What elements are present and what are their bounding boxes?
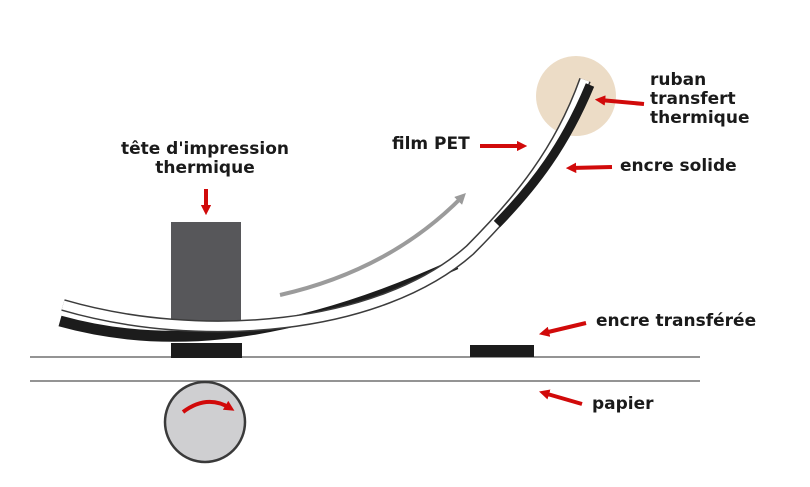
label-transferred-ink: encre transférée xyxy=(596,311,757,331)
label-paper: papier xyxy=(592,394,654,414)
ink-under-head xyxy=(171,343,242,358)
label-pet-film: film PET xyxy=(392,134,470,154)
platen-roller xyxy=(163,380,247,464)
label-solid-ink: encre solide xyxy=(620,156,737,176)
label-ribbon: ruban transfert thermique xyxy=(650,71,750,128)
ribbon-motion-arrow xyxy=(279,193,466,297)
label-ribbon-line2: transfert xyxy=(650,89,736,109)
solid-ink-segment xyxy=(493,83,595,228)
roller-rotation-arrow xyxy=(181,400,235,414)
label-print-head: tête d'impression thermique xyxy=(100,140,310,178)
label-print-head-line1: tête d'impression xyxy=(120,139,290,159)
pet-film-layer xyxy=(61,77,591,333)
label-ribbon-line1: ruban xyxy=(650,70,707,90)
arrow-to-ribbon xyxy=(594,95,645,106)
arrow-to-paper xyxy=(539,389,583,406)
arrow-to-transferred-ink xyxy=(538,321,587,337)
label-ribbon-line3: thermique xyxy=(650,108,750,128)
print-head xyxy=(171,222,241,328)
arrow-to-solid-ink xyxy=(565,162,613,174)
transferred-ink-block xyxy=(470,345,534,357)
label-print-head-line2: thermique xyxy=(155,158,255,178)
